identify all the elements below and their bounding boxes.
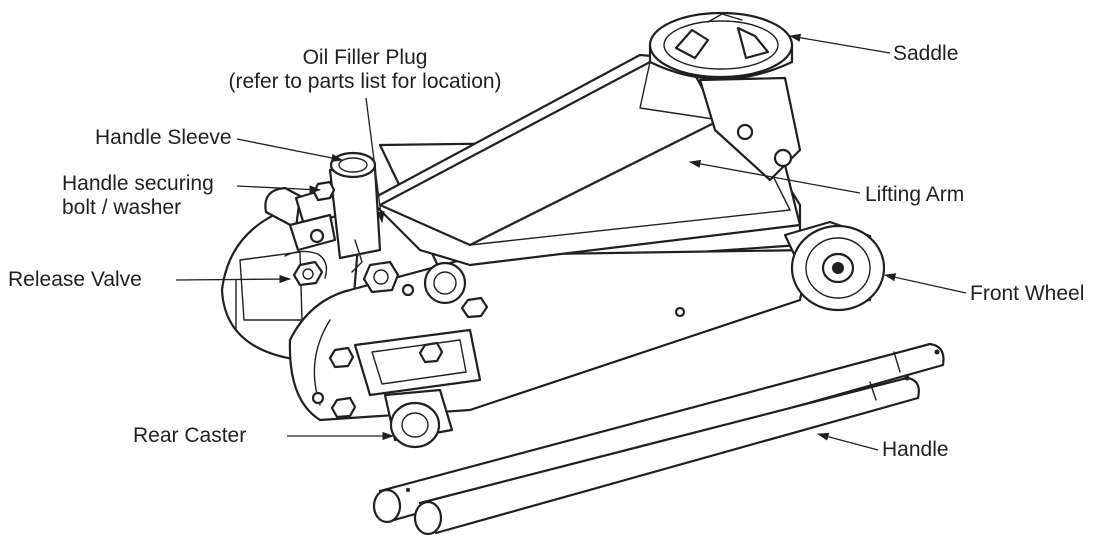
oil-filler-note-label: (refer to parts list for location) [228, 70, 502, 93]
saddle-drawing [648, 11, 794, 80]
handle-sleeve-label: Handle Sleeve [95, 126, 232, 149]
front-wheel-drawing [783, 220, 886, 312]
rear-caster-label: Rear Caster [133, 424, 247, 447]
saddle-label: Saddle [893, 42, 959, 65]
front-wheel-label: Front Wheel [970, 282, 1085, 305]
pump-assembly-drawing [264, 151, 382, 287]
handle-securing-label-line1: Handle securing [62, 172, 214, 195]
handle-tubes [372, 342, 945, 536]
rear-caster-drawing [383, 388, 454, 449]
leader-lines [175, 33, 967, 451]
lifting-arm-drawing [368, 53, 802, 267]
release-valve-label: Release Valve [8, 268, 142, 291]
handle-securing-label-line2: bolt / washer [62, 196, 182, 219]
handle-label: Handle [882, 438, 949, 461]
lifting-arm-label: Lifting Arm [865, 183, 965, 206]
oil-filler-plug-label: Oil Filler Plug [302, 46, 428, 69]
